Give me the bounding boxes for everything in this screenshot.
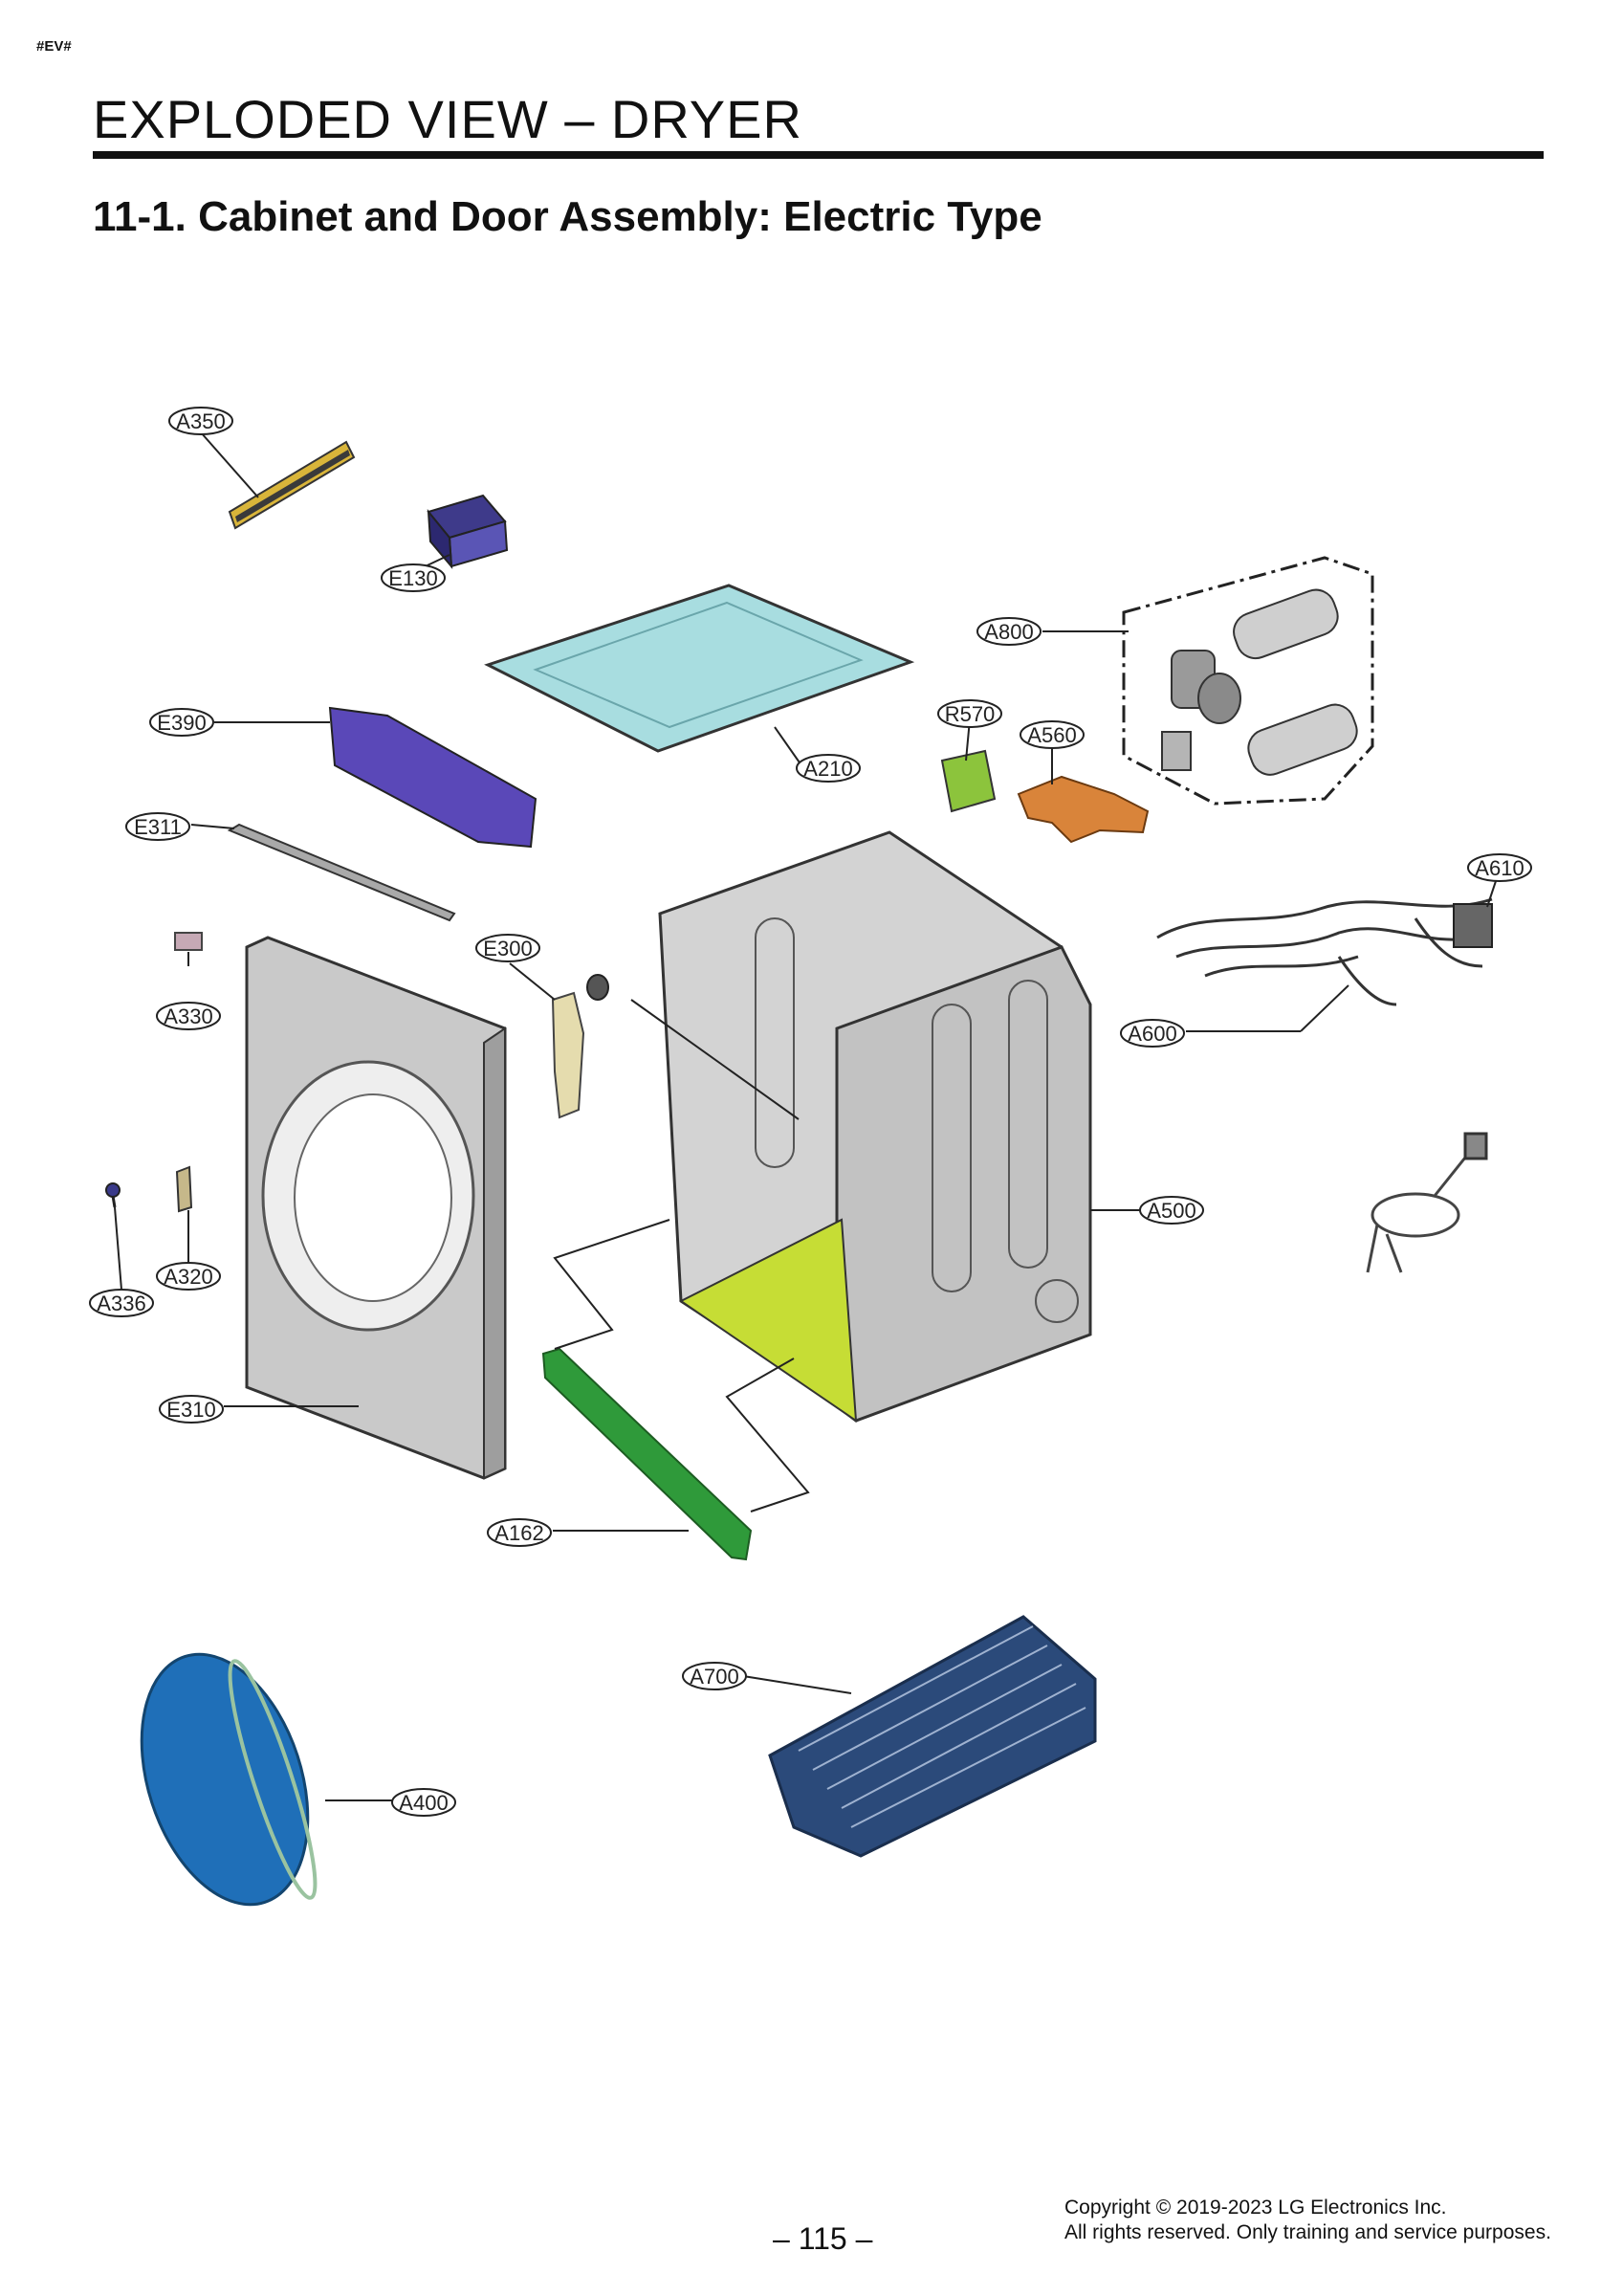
part-a600-wire-harness [1156,897,1493,1006]
callout-a210: A210 [796,754,861,783]
copyright-line-2: All rights reserved. Only training and s… [1064,2221,1551,2243]
part-e390-control-bracket [328,706,537,849]
svg-text:E130: E130 [388,566,437,590]
part-r570-sensor-board [940,749,997,813]
callout-a330: A330 [156,1002,221,1030]
part-a560-duct [1017,775,1150,844]
part-e130-module [427,494,509,569]
svg-text:E390: E390 [157,711,206,735]
callout-a800: A800 [976,617,1042,646]
svg-text:A330: A330 [164,1004,212,1028]
callout-e310: E310 [159,1395,224,1424]
svg-text:A162: A162 [494,1521,543,1545]
svg-text:A320: A320 [164,1265,212,1289]
svg-text:A400: A400 [399,1791,448,1815]
svg-text:A500: A500 [1147,1199,1195,1223]
callout-a560: A560 [1020,720,1085,749]
svg-text:E310: E310 [166,1398,215,1422]
svg-text:E300: E300 [483,937,532,960]
part-a350-strip [228,440,356,530]
svg-text:R570: R570 [945,702,996,726]
svg-text:A560: A560 [1027,723,1076,747]
callout-e311: E311 [125,812,190,841]
callout-r570: R570 [937,699,1002,728]
callout-e300: E300 [475,934,540,962]
part-a330-switch [174,932,203,951]
callout-a350: A350 [168,407,233,435]
svg-text:A800: A800 [984,620,1033,644]
title-rule [93,151,1544,159]
part-a336-screw [105,1182,121,1208]
callout-a320: A320 [156,1262,221,1291]
copyright-notice: Copyright © 2019-2023 LG Electronics Inc… [1064,2196,1551,2245]
part-a400-door [140,1652,318,1907]
part-e311-strip [227,823,456,922]
document-tag: #EV# [36,38,72,55]
svg-text:A700: A700 [690,1665,738,1689]
copyright-line-1: Copyright © 2019-2023 LG Electronics Inc… [1064,2197,1447,2219]
callout-e130: E130 [381,563,446,592]
part-a162-bracket [541,1347,753,1561]
callout-a500: A500 [1139,1196,1204,1225]
callout-a336: A336 [89,1289,154,1317]
part-a700-drying-rack [768,1615,1097,1858]
part-a320-latch [175,1165,193,1213]
part-power-cord [1366,1132,1488,1273]
page-number: – 115 – [773,2221,873,2256]
page-title: EXPLODED VIEW – DRYER [93,89,802,149]
part-e310-front-panel [245,936,507,1480]
callout-a600: A600 [1120,1019,1185,1048]
part-e300-bracket [551,974,609,1119]
svg-text:A600: A600 [1128,1022,1176,1046]
section-title: 11-1. Cabinet and Door Assembly: Electri… [93,193,1042,240]
callout-a162: A162 [487,1518,552,1547]
part-a500-cabinet [658,830,1092,1423]
part-a210-top-plate [484,584,915,753]
svg-text:E311: E311 [134,815,182,839]
svg-text:A610: A610 [1475,856,1524,880]
callout-a400: A400 [391,1788,456,1817]
part-a800-exhaust-kit [1122,556,1374,806]
svg-text:A336: A336 [97,1292,145,1315]
part-a610-connector-block [1453,903,1493,948]
callout-e390: E390 [149,708,214,737]
callout-a700: A700 [682,1662,747,1690]
svg-text:A350: A350 [176,409,225,433]
callout-a610: A610 [1467,853,1532,882]
svg-text:A210: A210 [803,757,852,781]
